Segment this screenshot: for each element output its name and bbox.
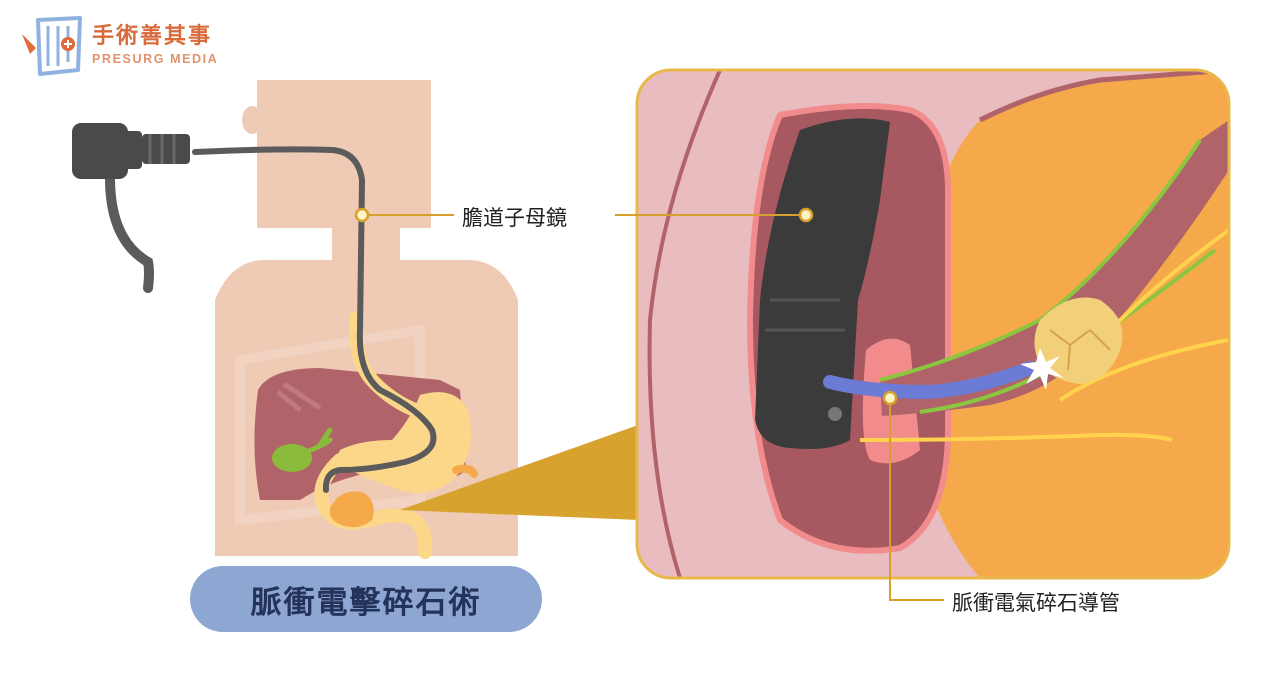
- catheter-label: 脈衝電氣碎石導管: [952, 591, 1120, 615]
- catheter-marker: [882, 390, 898, 406]
- zoom-panel: [637, 70, 1229, 578]
- zoom-beam: [400, 425, 638, 520]
- scope-marker-right: [798, 207, 814, 223]
- scope-label: 膽道子母鏡: [462, 206, 567, 230]
- logo-name-cn: 手術善其事: [92, 24, 213, 49]
- scope-connector: [72, 123, 190, 179]
- scope-marker-left: [354, 207, 370, 223]
- organs: [254, 311, 478, 559]
- logo-name-en: PRESURG MEDIA: [92, 52, 219, 66]
- scope-cable: [105, 146, 437, 493]
- procedure-title: 脈衝電擊碎石術: [190, 566, 542, 632]
- leader-lines: [362, 214, 944, 601]
- logo-icon: [22, 16, 82, 76]
- zoom-frame: [635, 68, 1231, 580]
